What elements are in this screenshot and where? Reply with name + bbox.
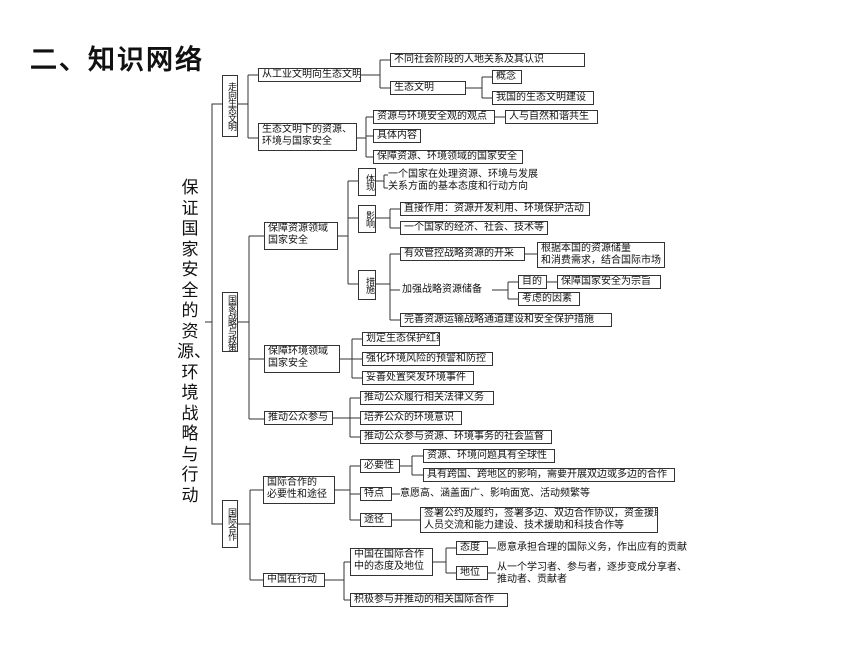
- line-1: 保障资源领域: [268, 223, 328, 234]
- node-china-in-action: 中国在行动: [263, 573, 325, 587]
- section-ecological-civilization: 走向生态文明: [222, 75, 238, 137]
- node-influence: 影响: [358, 205, 376, 233]
- text-feature-details: 意愿高、涵盖面广、影响面宽、活动频繁等: [400, 488, 590, 499]
- node-human-land-relations: 不同社会阶段的人地关系及其认识: [390, 53, 585, 67]
- node-china-eco-construction: 我国的生态文明建设: [492, 91, 594, 105]
- line-2: 中的态度及地位: [354, 561, 424, 572]
- node-approaches: 途径: [360, 513, 392, 527]
- node-environmental-awareness: 培养公众的环境意识: [360, 411, 462, 425]
- node-ecological-civilization: 生态文明: [390, 81, 466, 95]
- node-transport-channel: 完善资源运输战略通道建设和安全保护措施: [400, 313, 612, 327]
- line-2: 国家安全: [268, 235, 308, 246]
- node-harmony-nature: 人与自然和谐共生: [505, 110, 598, 124]
- node-eco-resource-security: 生态文明下的资源、 环境与国家安全: [258, 123, 357, 151]
- node-resource-security: 保障资源领域 国家安全: [264, 222, 338, 250]
- node-concept: 概念: [492, 70, 522, 84]
- node-status: 地位: [456, 566, 488, 580]
- node-social-supervision: 推动公众参与资源、环境事务的社会监督: [360, 430, 552, 444]
- text-strategic-reserve: 加强战略资源储备: [402, 284, 482, 295]
- node-related-cooperation: 积极参与并推动的相关国际合作: [350, 593, 508, 607]
- page-title: 二、知识网络: [30, 45, 204, 76]
- line-2: 国家安全: [268, 358, 308, 369]
- node-environment-security: 保障环境领域 国家安全: [264, 345, 340, 373]
- line-2: 人员交流和能力建设、技术援助和科技合作等: [424, 520, 624, 531]
- section-international-cooperation: 国际合作: [222, 500, 238, 548]
- node-global-nature: 资源、环境问题具有全球性: [423, 449, 555, 463]
- node-cooperation-necessity: 国际合作的 必要性和途径: [263, 476, 335, 504]
- node-necessity: 必要性: [360, 459, 400, 473]
- line-1: 从一个学习者、参与者，逐步变成分享者、: [497, 562, 687, 573]
- node-security-aim: 保障国家安全为宗旨: [557, 275, 661, 289]
- node-security-view: 资源与环境安全观的观点: [373, 110, 495, 124]
- node-specific-content: 具体内容: [373, 129, 421, 143]
- node-public-participation: 推动公众参与: [264, 411, 333, 425]
- line-2: 关系方面的基本态度和行动方向: [388, 181, 528, 192]
- node-red-line: 划定生态保护红线: [362, 332, 440, 346]
- node-control-exploitation: 有效管控战略资源的开采: [400, 247, 525, 261]
- text-status-detail: 从一个学习者、参与者，逐步变成分享者、 推动者、贡献者: [497, 562, 687, 586]
- node-embody: 体现: [358, 168, 376, 196]
- line-2: 环境与国家安全: [262, 136, 332, 147]
- node-approach-details: 签署公约及履约，签署多边、双边合作协议，资金援助， 人员交流和能力建设、技术援助…: [420, 507, 658, 533]
- text-attitude-detail: 愿意承担合理的国际义务，作出应有的贡献: [497, 542, 687, 553]
- line-1: 根据本国的资源储量: [541, 243, 631, 254]
- node-ensure-security: 保障资源、环境领域的国家安全: [373, 150, 523, 164]
- node-direct-effect: 直接作用：资源开发利用、环境保护活动: [400, 202, 590, 216]
- line-2: 推动者、贡献者: [497, 574, 567, 585]
- node-attitude: 态度: [456, 541, 488, 555]
- line-1: 国际合作的: [267, 477, 317, 488]
- node-legal-obligations: 推动公众履行相关法律义务: [360, 391, 494, 405]
- line-1: 中国在国际合作: [354, 549, 424, 560]
- node-purpose: 目的: [518, 275, 547, 289]
- line-2: 必要性和途径: [267, 489, 327, 500]
- node-measures: 措施: [358, 270, 376, 300]
- node-risk-warning: 强化环境风险的预警和防控: [362, 352, 493, 366]
- line-1: 保障环境领域: [268, 346, 328, 357]
- section-national-strategy: 国家战略与政策: [222, 292, 238, 352]
- node-china-attitude-status: 中国在国际合作 中的态度及地位: [350, 548, 433, 576]
- node-industrial-to-ecological: 从工业文明向生态文明转变: [258, 68, 361, 82]
- line-1: 生态文明下的资源、: [262, 124, 352, 135]
- node-factors: 考虑的因素: [518, 292, 580, 306]
- line-2: 和消费需求，结合国际市场: [541, 255, 661, 266]
- node-cross-border: 具有跨国、跨地区的影响，需要开展双边或多边的合作: [423, 468, 675, 482]
- node-reserves-demand: 根据本国的资源储量 和消费需求，结合国际市场: [537, 242, 665, 268]
- line-1: 一个国家在处理资源、环境与发展: [388, 169, 538, 180]
- node-economy-society: 一个国家的经济、社会、技术等: [400, 221, 548, 235]
- node-emergencies: 妥善处置突发环境事件: [362, 371, 474, 385]
- line-1: 签署公约及履约，签署多边、双边合作协议，资金援助，: [424, 508, 658, 519]
- text-attitude-direction: 一个国家在处理资源、环境与发展 关系方面的基本态度和行动方向: [388, 169, 538, 193]
- node-features: 特点: [360, 487, 392, 501]
- root-topic: 保证国家安全的资源、环境战略与行动: [177, 178, 211, 506]
